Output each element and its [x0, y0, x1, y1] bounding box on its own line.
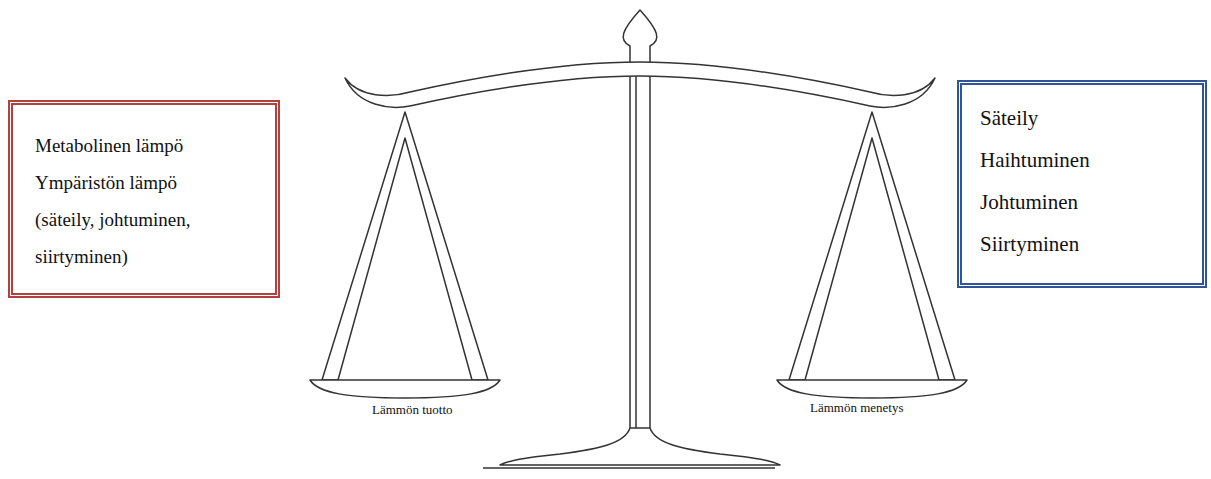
pan-label: Lämmön menetys — [808, 400, 906, 416]
box-text-line: Säteily — [980, 97, 1182, 139]
text-box: SäteilyHaihtuminenJohtuminenSiirtyminen — [957, 80, 1207, 288]
right-hanger — [789, 112, 955, 380]
box-text-line: Ympäristön lämpö (säteily, johtuminen, s… — [35, 164, 235, 275]
scale-post-line — [635, 76, 637, 430]
box-text-line: Metabolinen lämpö — [35, 127, 235, 164]
scale-post — [630, 70, 650, 435]
text-box: Metabolinen lämpöYmpäristön lämpö (sätei… — [8, 100, 280, 298]
pan-label: Lämmön tuotto — [370, 402, 455, 418]
scale-finial — [623, 10, 657, 64]
scale-beam — [345, 62, 935, 107]
box-text-line: Johtuminen — [980, 181, 1182, 223]
scale-base — [500, 428, 780, 465]
left-hanger — [322, 112, 488, 380]
scale-base-line — [483, 467, 775, 469]
box-text-line: Haihtuminen — [980, 139, 1182, 181]
left-pan — [310, 380, 500, 398]
right-pan — [777, 380, 967, 398]
box-text-line: Siirtyminen — [980, 223, 1182, 265]
